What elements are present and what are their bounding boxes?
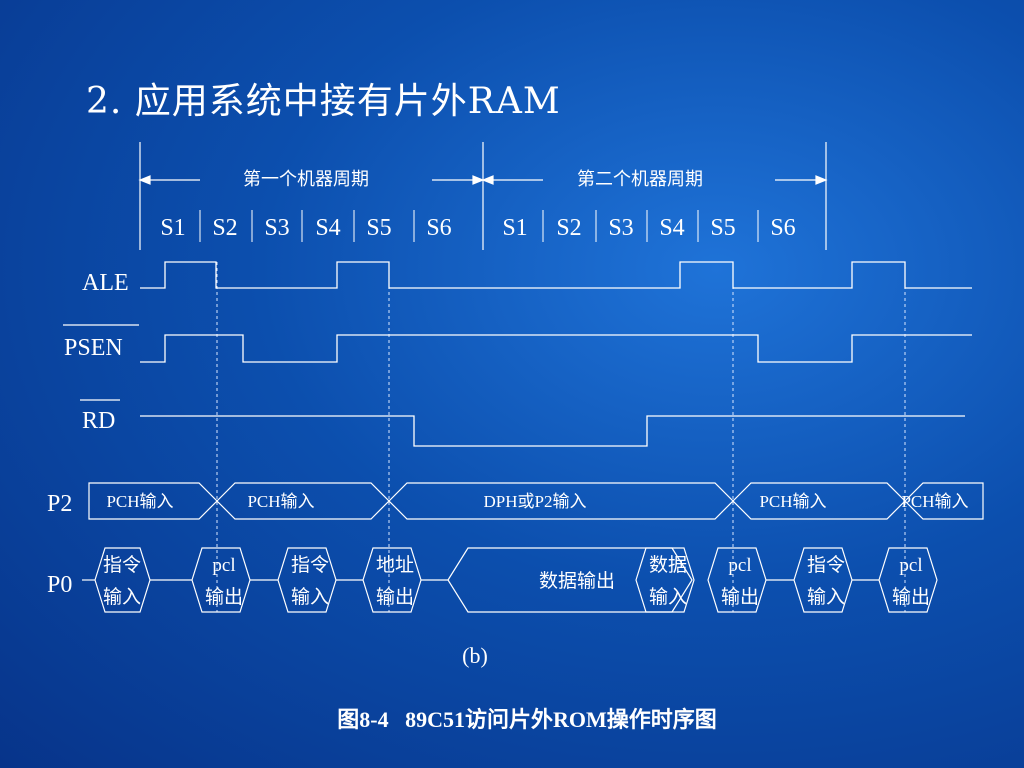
p0-bus: [82, 547, 938, 613]
cycle-arrows: [138, 175, 828, 185]
state-label-c1-s5: S5: [366, 215, 391, 241]
state-label-c2-s6: S6: [770, 215, 795, 241]
p0-seg-2-line2: 输出: [205, 586, 243, 608]
cycle-label-2: 第二个机器周期: [577, 169, 703, 189]
psen-waveform: [140, 334, 972, 363]
state-label-c1-s3: S3: [264, 215, 289, 241]
p0-seg-4-line1: 地址: [376, 554, 414, 576]
state-label-c1-s4: S4: [315, 215, 340, 241]
p0-seg-1-line1: 指令: [103, 554, 141, 576]
p0-seg-8-line2: 输入: [807, 586, 845, 608]
subfigure-label: (b): [462, 643, 488, 668]
p2-bus: [88, 482, 984, 520]
p0-seg-7-line2: 输出: [721, 586, 759, 608]
state-label-c1-s1: S1: [160, 215, 185, 241]
p0-seg-3-line1: 指令: [291, 554, 329, 576]
figure-caption: 图8-4 89C51访问片外ROM操作时序图: [337, 707, 716, 732]
p0-seg-2-line1: pcl: [212, 555, 235, 576]
state-separators: [199, 210, 759, 242]
p0-seg-1-line2: 输入: [103, 586, 141, 608]
cycle-label-1: 第一个机器周期: [243, 169, 369, 189]
p2-segment-3: DPH或P2输入: [484, 492, 587, 511]
p0-seg-9-line2: 输出: [892, 586, 930, 608]
p0-seg-4-line2: 输出: [376, 586, 414, 608]
signal-label-p2: P2: [47, 491, 72, 517]
ale-waveform: [140, 261, 972, 289]
p0-seg-8-line1: 指令: [807, 554, 845, 576]
p0-seg-3-line2: 输入: [291, 586, 329, 608]
p0-seg-9-line1: pcl: [899, 555, 922, 576]
state-label-c2-s3: S3: [608, 215, 633, 241]
signal-label-p0: P0: [47, 572, 72, 598]
p2-segment-4: PCH输入: [759, 492, 826, 511]
p2-segment-5: PCH输入: [901, 492, 968, 511]
state-label-c2-s5: S5: [710, 215, 735, 241]
p2-segment-1: PCH输入: [106, 492, 173, 511]
cycle-boundaries: [139, 142, 827, 250]
signal-label-rd: RD: [82, 408, 115, 434]
signal-label-psen: PSEN: [64, 335, 123, 361]
state-label-c2-s1: S1: [502, 215, 527, 241]
p0-seg-6-line1: 数据: [649, 554, 687, 576]
state-label-c1-s6: S6: [426, 215, 451, 241]
reference-lines: [216, 262, 906, 612]
state-label-c2-s2: S2: [556, 215, 581, 241]
signal-label-ale: ALE: [82, 270, 129, 296]
state-label-c2-s4: S4: [659, 215, 684, 241]
slide-title: 2. 应用系统中接有片外RAM: [86, 81, 561, 122]
p0-seg-7-line1: pcl: [728, 555, 751, 576]
p0-seg-5-line1: 数据输出: [539, 570, 615, 592]
p2-segment-2: PCH输入: [247, 492, 314, 511]
rd-waveform: [140, 415, 965, 447]
state-label-c1-s2: S2: [212, 215, 237, 241]
p0-seg-6-line2: 输入: [649, 586, 687, 608]
